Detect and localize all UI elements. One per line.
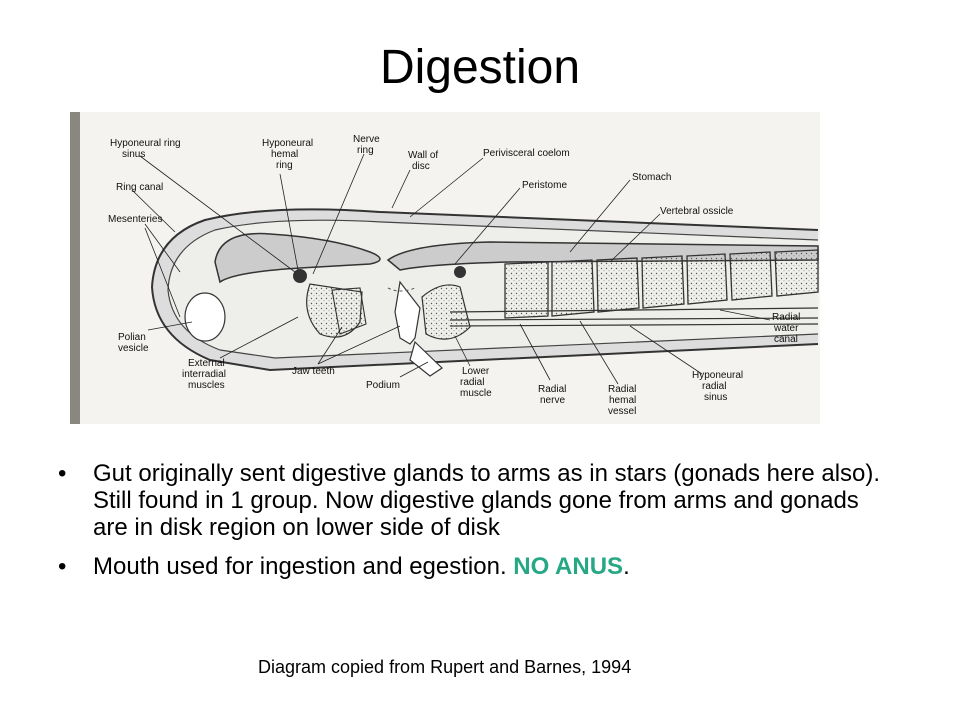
label-podium: Podium <box>366 380 400 391</box>
stomach-left <box>214 232 381 284</box>
polian-vesicle <box>184 292 226 342</box>
label-hyponeural-radial-sinus: Hyponeural radial sinus <box>692 370 746 403</box>
label-wall-of-disc: Wall of disc <box>408 150 441 172</box>
bullet-text: Mouth used for ingestion and egestion. <box>93 553 514 580</box>
label-hyponeural-ring-sinus: Hyponeural ring sinus <box>110 138 183 160</box>
label-lower-radial-muscle: Lower radial muscle <box>460 366 492 399</box>
book-binding-edge <box>70 112 80 424</box>
bullet-text-suffix: . <box>623 553 630 580</box>
bullet-item: • Gut originally sent digestive glands t… <box>58 460 898 541</box>
podium <box>409 340 443 377</box>
label-peristome: Peristome <box>522 180 567 191</box>
radial-water-canal <box>449 307 819 313</box>
mouth-opening <box>387 287 416 292</box>
radial-nerve <box>449 323 819 327</box>
label-hyponeural-hemal-ring: Hyponeural hemal ring <box>262 138 316 171</box>
hyponeural-ring-sinus <box>454 266 466 278</box>
bullet-list: • Gut originally sent digestive glands t… <box>58 460 898 592</box>
label-vertebral-ossicle: Vertebral ossicle <box>660 206 734 217</box>
label-stomach: Stomach <box>632 172 671 183</box>
label-ring-canal: Ring canal <box>116 182 163 193</box>
label-radial-nerve: Radial nerve <box>538 384 569 406</box>
bullet-dot: • <box>58 460 67 487</box>
label-polian-vesicle: Polian vesicle <box>118 332 149 354</box>
label-external-interradial-muscles: External interradial muscles <box>182 358 229 391</box>
bullet-dot: • <box>58 553 67 580</box>
highlight-no-anus: NO ANUS <box>513 553 624 580</box>
jaw-teeth-left <box>331 287 367 335</box>
label-jaw-teeth: Jaw teeth <box>292 366 335 377</box>
leader-lines <box>131 153 771 385</box>
jaw-teeth-right <box>394 280 421 345</box>
bullet-item: • Mouth used for ingestion and egestion.… <box>58 553 898 580</box>
vertebral-ossicles <box>504 249 819 319</box>
label-mesenteries: Mesenteries <box>108 214 162 225</box>
slide-title: Digestion <box>379 41 581 94</box>
bullet-text: Gut originally sent digestive glands to … <box>93 460 881 541</box>
lower-radial-muscle <box>421 284 471 340</box>
label-perivisceral-coelom: Perivisceral coelom <box>483 148 570 159</box>
label-radial-water-canal: Radial water canal <box>772 312 803 345</box>
source-caption: Diagram copied from Rupert and Barnes, 1… <box>258 657 632 677</box>
brittle-star-digestion-diagram: Hyponeural ring sinus Hyponeural hemal r… <box>70 112 820 424</box>
label-nerve-ring: Nerve ring <box>353 134 382 156</box>
ring-canal <box>293 269 307 283</box>
label-radial-hemal-vessel: Radial hemal vessel <box>608 384 639 417</box>
radial-hemal-vessel <box>449 317 819 321</box>
